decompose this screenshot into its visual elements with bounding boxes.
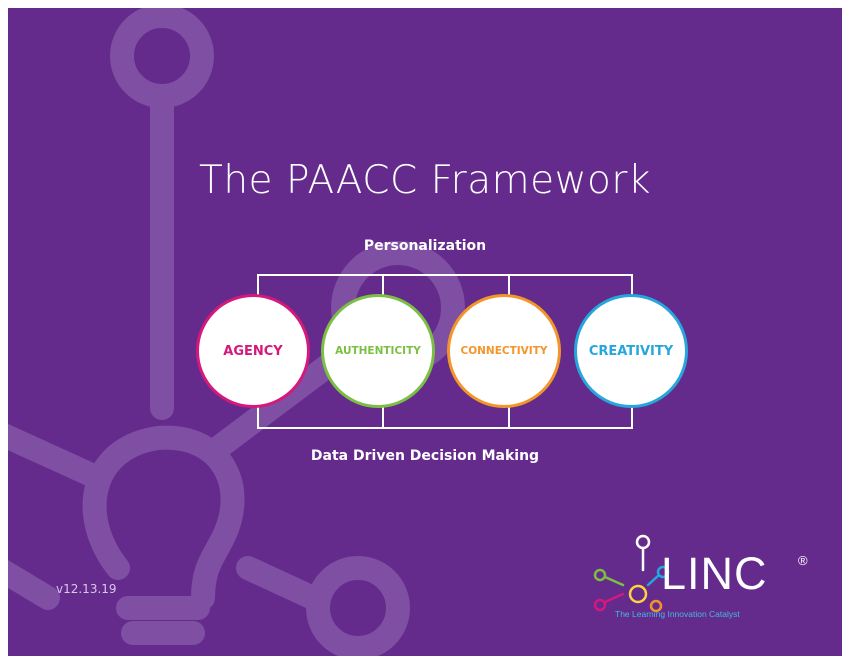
registered-mark: ® [798, 553, 808, 568]
pillar-authenticity: AUTHENTICITY [321, 294, 435, 408]
pillar-agency: AGENCY [196, 294, 310, 408]
bottom-label: Data Driven Decision Making [310, 448, 540, 464]
pillar-label: AGENCY [223, 343, 283, 359]
lightbulb-background-icon [8, 8, 465, 656]
pillar-label: CONNECTIVITY [460, 345, 548, 357]
pillar-connectivity: CONNECTIVITY [447, 294, 561, 408]
version-label: v12.13.19 [56, 582, 117, 596]
pillar-label: CREATIVITY [588, 343, 674, 359]
pillar-label: AUTHENTICITY [335, 345, 421, 357]
slide: The PAACC Framework Personalization AGEN… [8, 8, 842, 656]
logo-wordmark: LINC [661, 548, 768, 599]
top-label: Personalization [363, 238, 487, 254]
slide-title: The PAACC Framework [199, 158, 651, 203]
framework-bracket [257, 274, 633, 429]
logo-tagline: The Learning Innovation Catalyst [615, 609, 740, 619]
pillar-creativity: CREATIVITY [574, 294, 688, 408]
linc-logo-icon [593, 534, 670, 613]
